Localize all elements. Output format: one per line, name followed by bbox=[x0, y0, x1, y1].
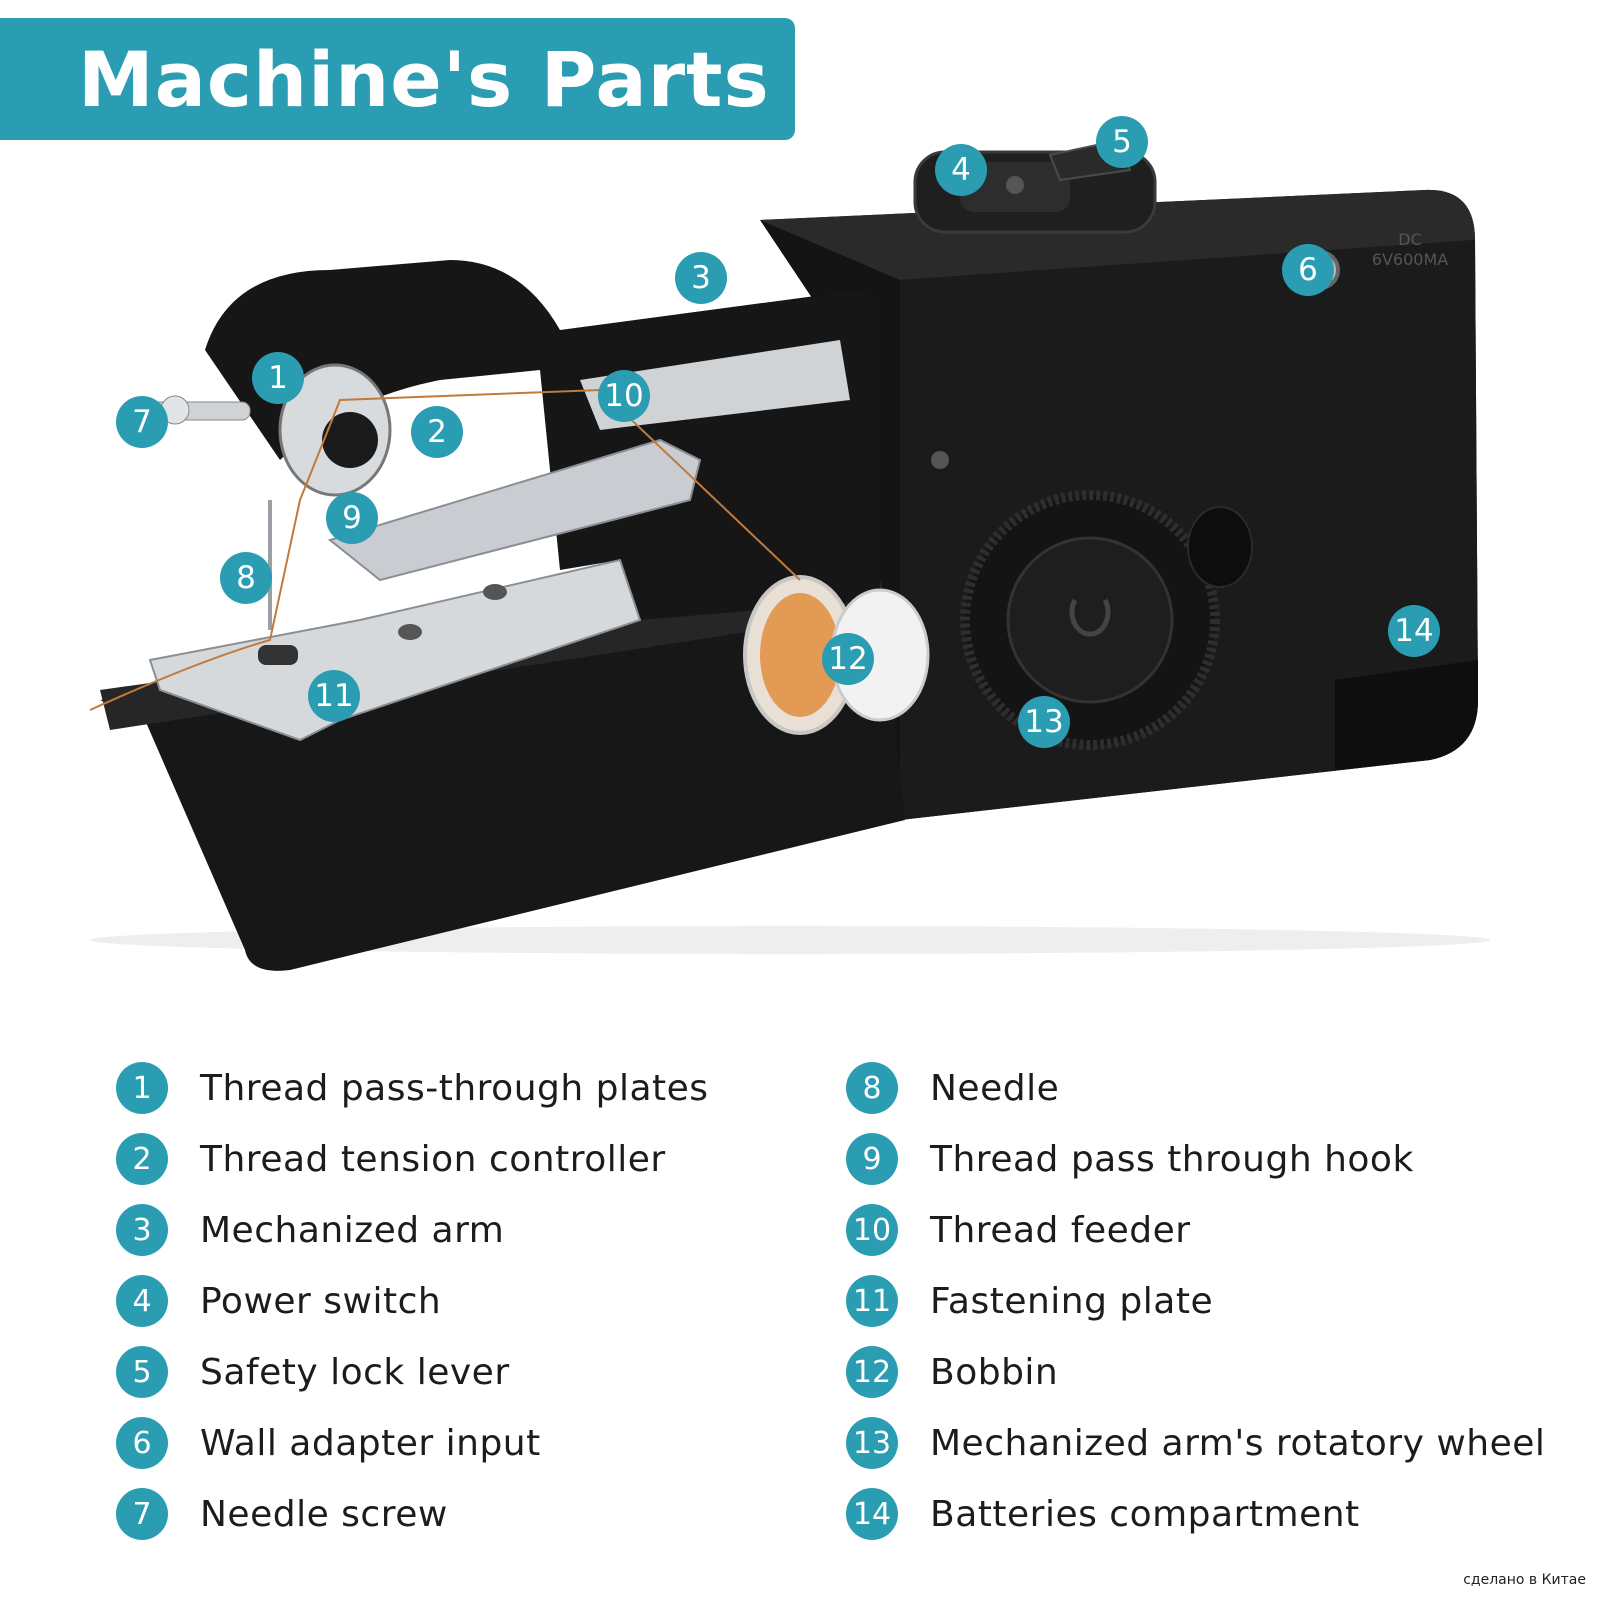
footnote: сделано в Китае bbox=[1463, 1572, 1586, 1588]
svg-text:7: 7 bbox=[132, 404, 152, 440]
rotatory-wheel-hub bbox=[1006, 536, 1174, 704]
legend-item: 2 Thread tension controller bbox=[116, 1133, 709, 1185]
legend-label: Mechanized arm bbox=[200, 1209, 505, 1251]
legend-number-badge: 9 bbox=[846, 1133, 898, 1185]
svg-text:5: 5 bbox=[1112, 124, 1132, 160]
wheel-symbol bbox=[1069, 598, 1111, 637]
side-button bbox=[1187, 506, 1253, 588]
legend-label: Safety lock lever bbox=[200, 1351, 510, 1393]
legend-right-column: 8 Needle 9 Thread pass through hook 10 T… bbox=[846, 1062, 1545, 1559]
legend-item: 14 Batteries compartment bbox=[846, 1488, 1545, 1540]
legend-number-badge: 3 bbox=[116, 1204, 168, 1256]
legend-number-badge: 1 bbox=[116, 1062, 168, 1114]
legend-item: 9 Thread pass through hook bbox=[846, 1133, 1545, 1185]
svg-text:11: 11 bbox=[314, 678, 353, 714]
legend-item: 8 Needle bbox=[846, 1062, 1545, 1114]
needle-slot bbox=[258, 645, 298, 665]
legend-number-badge: 7 bbox=[116, 1488, 168, 1540]
plate-hole-2 bbox=[483, 584, 507, 600]
svg-text:9: 9 bbox=[342, 500, 362, 536]
legend-label: Bobbin bbox=[930, 1351, 1059, 1393]
legend-item: 13 Mechanized arm's rotatory wheel bbox=[846, 1417, 1545, 1469]
legend-item: 12 Bobbin bbox=[846, 1346, 1545, 1398]
legend-label: Needle screw bbox=[200, 1493, 448, 1535]
svg-text:10: 10 bbox=[604, 378, 643, 414]
switch-dot bbox=[1006, 176, 1024, 194]
legend-label: Needle bbox=[930, 1067, 1060, 1109]
svg-text:6: 6 bbox=[1298, 252, 1318, 288]
callout-badge-8: 8 bbox=[220, 552, 272, 604]
legend-number-badge: 10 bbox=[846, 1204, 898, 1256]
callout-badge-7: 7 bbox=[116, 396, 168, 448]
svg-text:12: 12 bbox=[828, 641, 867, 677]
bobbin-thread bbox=[760, 593, 840, 717]
tension-knob bbox=[322, 412, 378, 468]
svg-text:8: 8 bbox=[236, 560, 256, 596]
callout-badge-11: 11 bbox=[308, 670, 360, 722]
svg-text:1: 1 bbox=[268, 360, 288, 396]
svg-text:14: 14 bbox=[1394, 613, 1433, 649]
legend-item: 3 Mechanized arm bbox=[116, 1204, 709, 1256]
arm-metal-bar bbox=[580, 340, 850, 430]
legend-item: 4 Power switch bbox=[116, 1275, 709, 1327]
svg-text:2: 2 bbox=[427, 414, 447, 450]
product-label-line-1: DC bbox=[1398, 230, 1422, 249]
callout-badges: 1 2 3 4 5 6 7 8 9 10 11 12 13 14 bbox=[116, 116, 1440, 748]
legend-number-badge: 5 bbox=[116, 1346, 168, 1398]
callout-badge-12: 12 bbox=[822, 633, 874, 685]
callout-badge-10: 10 bbox=[598, 370, 650, 422]
legend-item: 5 Safety lock lever bbox=[116, 1346, 709, 1398]
plate-hole-1 bbox=[398, 624, 422, 640]
legend-number-badge: 13 bbox=[846, 1417, 898, 1469]
svg-text:4: 4 bbox=[951, 152, 971, 188]
machine-arm bbox=[205, 260, 880, 620]
battery-cover bbox=[1335, 660, 1478, 770]
legend-label: Thread feeder bbox=[930, 1209, 1191, 1251]
page-title: Machine's Parts bbox=[78, 34, 770, 124]
callout-badge-9: 9 bbox=[326, 492, 378, 544]
callout-badge-1: 1 bbox=[252, 352, 304, 404]
legend-number-badge: 4 bbox=[116, 1275, 168, 1327]
legend-label: Thread pass through hook bbox=[930, 1138, 1414, 1180]
title-banner: Machine's Parts bbox=[0, 18, 795, 140]
side-screw bbox=[931, 451, 949, 469]
legend-left-column: 1 Thread pass-through plates 2 Thread te… bbox=[116, 1062, 709, 1559]
legend-item: 11 Fastening plate bbox=[846, 1275, 1545, 1327]
sewing-machine-illustration: DC 6V600MA 1 2 3 4 5 6 7 8 9 10 11 12 bbox=[89, 116, 1490, 971]
product-label-line-2: 6V600MA bbox=[1372, 250, 1448, 269]
svg-text:3: 3 bbox=[691, 260, 711, 296]
callout-badge-6: 6 bbox=[1282, 244, 1334, 296]
legend-label: Mechanized arm's rotatory wheel bbox=[930, 1422, 1546, 1464]
callout-badge-4: 4 bbox=[935, 144, 987, 196]
legend-label: Thread pass-through plates bbox=[200, 1067, 709, 1109]
legend-label: Power switch bbox=[200, 1280, 442, 1322]
legend-item: 7 Needle screw bbox=[116, 1488, 709, 1540]
legend-number-badge: 2 bbox=[116, 1133, 168, 1185]
legend-number-badge: 11 bbox=[846, 1275, 898, 1327]
legend-number-badge: 8 bbox=[846, 1062, 898, 1114]
callout-badge-3: 3 bbox=[675, 252, 727, 304]
callout-badge-13: 13 bbox=[1018, 696, 1070, 748]
fastening-plate bbox=[148, 558, 642, 742]
legend-number-badge: 12 bbox=[846, 1346, 898, 1398]
legend-label: Fastening plate bbox=[930, 1280, 1214, 1322]
svg-text:13: 13 bbox=[1024, 704, 1063, 740]
thread-line bbox=[89, 388, 801, 711]
callout-badge-2: 2 bbox=[411, 406, 463, 458]
legend-item: 6 Wall adapter input bbox=[116, 1417, 709, 1469]
legend-label: Thread tension controller bbox=[200, 1138, 666, 1180]
legend-item: 1 Thread pass-through plates bbox=[116, 1062, 709, 1114]
legend-item: 10 Thread feeder bbox=[846, 1204, 1545, 1256]
legend-label: Batteries compartment bbox=[930, 1493, 1360, 1535]
legend-number-badge: 6 bbox=[116, 1417, 168, 1469]
callout-badge-5: 5 bbox=[1096, 116, 1148, 168]
legend-label: Wall adapter input bbox=[200, 1422, 541, 1464]
callout-badge-14: 14 bbox=[1388, 605, 1440, 657]
legend-number-badge: 14 bbox=[846, 1488, 898, 1540]
